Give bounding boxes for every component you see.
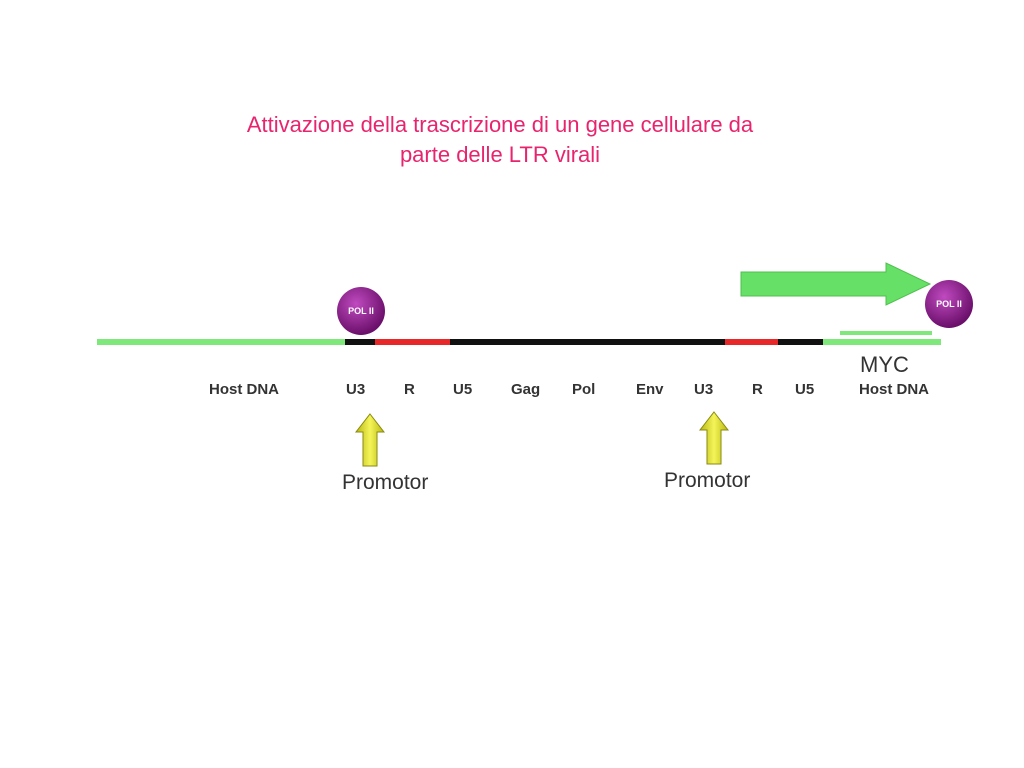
label-host-dna-right: Host DNA	[859, 381, 929, 398]
arrow-right-icon	[740, 262, 932, 306]
pol-ii-left: POL II	[337, 287, 385, 335]
arrow-up-icon	[698, 411, 730, 465]
circle-badge-icon	[337, 287, 385, 335]
label-u3-right: U3	[694, 381, 713, 398]
label-r-left: R	[404, 381, 415, 398]
u5-right-line	[778, 339, 823, 345]
circle-badge-icon	[925, 280, 973, 328]
title-line-1: Attivazione della trascrizione di un gen…	[246, 112, 754, 137]
label-gag: Gag	[511, 381, 540, 398]
label-r-right: R	[752, 381, 763, 398]
title-line-2: parte delle LTR virali	[399, 142, 601, 167]
label-u5-right: U5	[795, 381, 814, 398]
r-right-line	[725, 339, 778, 345]
page-title: Attivazione della trascrizione di un gen…	[150, 110, 850, 170]
label-u3-left: U3	[346, 381, 365, 398]
u3-left-line	[345, 339, 375, 345]
host-dna-left-line	[97, 339, 347, 345]
myc-label: MYC	[860, 352, 909, 377]
viral-genome-line	[450, 339, 725, 345]
pol-ii-left-label: POL II	[348, 306, 374, 316]
myc-gene-line	[840, 331, 932, 335]
r-left-line	[375, 339, 450, 345]
label-env: Env	[636, 381, 664, 398]
pol-ii-right-label: POL II	[936, 299, 962, 309]
promoter-label-left: Promotor	[342, 471, 428, 494]
promoter-label-right: Promotor	[664, 469, 750, 492]
label-pol: Pol	[572, 381, 595, 398]
label-host-dna-left: Host DNA	[209, 381, 279, 398]
arrow-up-icon	[354, 413, 386, 467]
pol-ii-right: POL II	[925, 280, 973, 328]
host-dna-right-line	[823, 339, 941, 345]
label-u5-left: U5	[453, 381, 472, 398]
